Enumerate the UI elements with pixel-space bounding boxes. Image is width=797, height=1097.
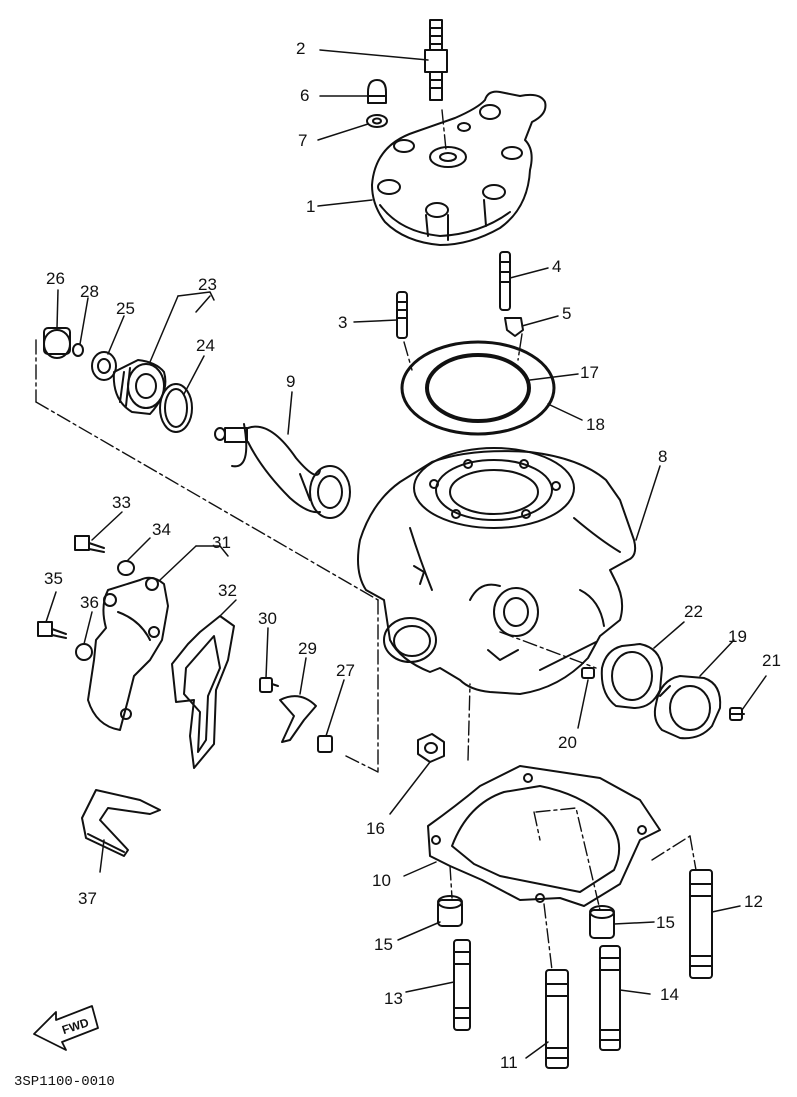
stud-14 — [599, 945, 621, 1051]
callout-7: 7 — [298, 131, 308, 150]
drawing-code: 3SP1100-0010 — [14, 1074, 115, 1090]
callout-23: 23 — [198, 275, 217, 294]
callout-22: 22 — [684, 602, 703, 621]
callout-25: 25 — [116, 299, 135, 318]
cylinder — [357, 447, 637, 695]
callout-18: 18 — [586, 415, 605, 434]
callout-1: 1 — [306, 197, 316, 216]
bolt-21 — [729, 707, 745, 721]
side-cover — [87, 576, 169, 731]
callout-26: 26 — [46, 269, 65, 288]
callout-15b: 15 — [656, 913, 675, 932]
stud-short — [396, 291, 408, 339]
washer — [366, 114, 388, 128]
callout-5: 5 — [562, 304, 572, 323]
callout-9: 9 — [286, 372, 296, 391]
callout-8: 8 — [658, 447, 668, 466]
cap-nut — [367, 79, 387, 104]
callout-37: 37 — [78, 889, 97, 908]
cylinder-head — [371, 90, 547, 246]
collar-36 — [75, 643, 93, 661]
callout-27: 27 — [336, 661, 355, 680]
valve-cover-parts — [43, 327, 193, 433]
callout-31: 31 — [212, 533, 231, 552]
gasket-22 — [600, 643, 663, 709]
power-valve — [214, 423, 351, 519]
bolt-35 — [37, 621, 67, 639]
stud-13 — [453, 939, 471, 1031]
callout-32: 32 — [218, 581, 237, 600]
callout-13: 13 — [384, 989, 403, 1008]
spark-plug — [424, 19, 448, 101]
callout-17: 17 — [580, 363, 599, 382]
callout-16: 16 — [366, 819, 385, 838]
head-gasket-rings — [400, 340, 556, 436]
lever-29 — [279, 695, 317, 743]
callout-24: 24 — [196, 336, 215, 355]
stud-12 — [689, 869, 713, 979]
callout-19: 19 — [728, 627, 747, 646]
stud-11 — [545, 969, 569, 1069]
callout-15a: 15 — [374, 935, 393, 954]
stud-nut — [504, 317, 524, 337]
assembly-centerlines — [35, 109, 697, 971]
callout-30: 30 — [258, 609, 277, 628]
bolt-33 — [74, 535, 105, 553]
callout-29: 29 — [298, 639, 317, 658]
callout-12: 12 — [744, 892, 763, 911]
callout-11: 11 — [500, 1053, 518, 1072]
nut-16 — [417, 733, 445, 763]
callout-6: 6 — [300, 86, 310, 105]
callout-35: 35 — [44, 569, 63, 588]
callout-2: 2 — [296, 39, 306, 58]
callout-28: 28 — [80, 282, 99, 301]
callout-14: 14 — [660, 985, 679, 1004]
callout-36: 36 — [80, 593, 99, 612]
callout-33: 33 — [112, 493, 131, 512]
leader-lines — [45, 49, 767, 1059]
side-cover-gasket — [171, 615, 235, 769]
fwd-arrow-icon: FWD — [33, 1005, 99, 1051]
dowel-15-right — [589, 905, 615, 939]
callout-4: 4 — [552, 257, 562, 276]
bolt-30 — [259, 677, 279, 693]
collar-34 — [117, 560, 135, 576]
stud-long — [499, 251, 511, 311]
elbow-19 — [653, 675, 722, 740]
callout-21: 21 — [762, 651, 781, 670]
collar-27 — [317, 735, 333, 753]
dowel-20 — [581, 667, 595, 679]
callout-20: 20 — [558, 733, 577, 752]
base-gasket — [427, 765, 661, 907]
callout-34: 34 — [152, 520, 171, 539]
dowel-15-left — [437, 895, 463, 927]
callout-3: 3 — [338, 313, 348, 332]
callout-10: 10 — [372, 871, 391, 890]
seal-37 — [81, 789, 161, 857]
